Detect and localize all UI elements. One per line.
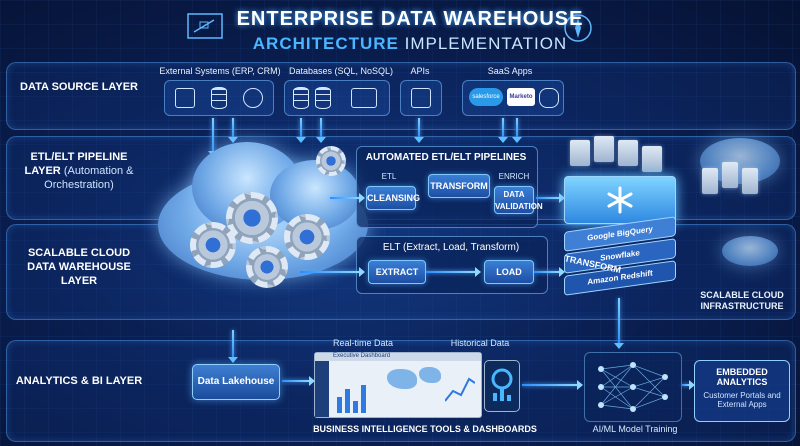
gear-icon xyxy=(246,246,288,288)
apis-label: APIs xyxy=(410,66,430,76)
realtime-data-label: Real-time Data xyxy=(332,338,394,348)
server-icon xyxy=(618,140,638,166)
document-icon xyxy=(175,88,195,108)
warehouse-to-ml-arrow xyxy=(614,298,624,349)
data-validation-stage: DATA VALIDATION xyxy=(494,186,543,214)
title-line1: ENTERPRISE DATA WAREHOUSE xyxy=(236,8,584,30)
compass-icon xyxy=(564,14,592,42)
ml-to-embedded-arrow xyxy=(682,380,695,390)
title-architecture: ARCHITECTURE xyxy=(252,34,399,53)
etl-layer-label: ETL/ELT PIPELINE LAYER (Automation & Orc… xyxy=(14,150,144,192)
gear-icon xyxy=(226,192,278,244)
database-icon xyxy=(293,87,309,109)
window-icon xyxy=(351,88,377,108)
saas-apps-label: SaaS Apps xyxy=(487,66,533,76)
gear-icon xyxy=(284,214,330,260)
ml-training-caption: AI/ML Model Training xyxy=(592,424,678,434)
server-icon xyxy=(594,136,614,162)
server-icon xyxy=(702,168,718,194)
salesforce-logo: salesforce xyxy=(469,88,503,106)
infrastructure-label: SCALABLE CLOUD INFRASTRUCTURE xyxy=(700,290,784,311)
snowflake-icon xyxy=(607,186,633,214)
bi-dashboard: Executive Dashboard xyxy=(314,352,482,418)
snowflake-top-tier xyxy=(564,176,676,224)
etl-layer-sub: (Automation & Orchestration) xyxy=(44,165,134,191)
source-arrow xyxy=(498,118,508,143)
embedded-analytics-title: EMBEDDED ANALYTICS xyxy=(716,367,768,387)
cloud-layer-label: SCALABLE CLOUD DATA WAREHOUSE LAYER xyxy=(27,247,131,287)
bi-tools-caption: BUSINESS INTELLIGENCE TOOLS & DASHBOARDS xyxy=(313,424,537,434)
data-source-band xyxy=(6,62,796,130)
automated-pipelines-title: AUTOMATED ETL/ELT PIPELINES xyxy=(365,152,527,163)
embedded-analytics-box: EMBEDDED ANALYTICS Customer Portals and … xyxy=(694,360,790,422)
gear-icon xyxy=(243,88,263,108)
chart-bar xyxy=(337,397,342,413)
server-icon xyxy=(642,146,662,172)
source-arrow xyxy=(414,118,424,143)
extract-to-load-arrow xyxy=(426,267,481,277)
world-map-icon xyxy=(419,367,441,383)
source-arrow xyxy=(208,118,218,157)
cloud-icon xyxy=(539,88,559,108)
title-implementation: IMPLEMENTATION xyxy=(404,34,568,53)
etl-to-warehouse-arrow xyxy=(536,193,565,203)
chart-bar xyxy=(345,389,350,413)
title-line2: ARCHITECTURE IMPLEMENTATION xyxy=(200,34,620,54)
world-map-icon xyxy=(387,369,417,389)
database-icon xyxy=(315,87,331,109)
tablet-icon xyxy=(484,360,520,412)
source-arrow xyxy=(228,118,238,143)
load-stage: LOAD xyxy=(484,260,534,284)
server-icon xyxy=(742,168,758,194)
saas-apps-box: salesforce Marketo xyxy=(462,80,564,116)
elt-title: ELT (Extract, Load, Transform) xyxy=(382,242,520,253)
source-arrow xyxy=(296,118,306,143)
source-arrow xyxy=(316,118,326,143)
blueprint-icon xyxy=(187,13,223,39)
databases-label: Databases (SQL, NoSQL) xyxy=(288,66,394,76)
cloud-to-etl-arrow xyxy=(330,193,365,203)
enrich-caption: ENRICH xyxy=(498,172,530,181)
embedded-analytics-sub: Customer Portals and External Apps xyxy=(703,391,781,409)
data-lakehouse: Data Lakehouse xyxy=(192,364,280,400)
data-source-layer-label: DATA SOURCE LAYER xyxy=(20,81,138,93)
database-icon xyxy=(211,87,227,109)
gear-icon xyxy=(190,222,236,268)
lakehouse-to-bi-arrow xyxy=(282,376,315,386)
historical-data-label: Historical Data xyxy=(450,338,510,348)
dashboard-header-title: Executive Dashboard xyxy=(333,353,391,359)
gear-icon xyxy=(316,146,346,176)
infrastructure-cloud xyxy=(722,236,778,266)
neural-network-icon xyxy=(584,352,682,422)
extract-stage: EXTRACT xyxy=(368,260,426,284)
external-systems-label: External Systems (ERP, CRM) xyxy=(159,66,281,76)
cleansing-stage: CLEANSING xyxy=(366,186,420,210)
databases-box xyxy=(284,80,390,116)
chart-bar xyxy=(361,385,366,413)
server-icon xyxy=(722,162,738,188)
load-to-warehouse-arrow xyxy=(534,267,565,277)
gauge-icon xyxy=(491,368,513,401)
cloud-to-extract-arrow xyxy=(300,267,365,277)
server-icon xyxy=(570,140,590,166)
code-icon xyxy=(411,88,431,108)
line-chart-icon xyxy=(445,377,475,402)
chart-bar xyxy=(353,401,358,413)
bi-to-ml-arrow xyxy=(522,380,583,390)
etl-layer-title: ETL/ELT PIPELINE LAYER xyxy=(24,151,128,177)
apis-box xyxy=(400,80,442,116)
analytics-layer-label: ANALYTICS & BI LAYER xyxy=(15,375,143,387)
marketo-logo: Marketo xyxy=(507,88,535,106)
flow-arrow xyxy=(228,330,238,363)
dashboard-sidebar xyxy=(315,361,329,417)
etl-caption: ETL xyxy=(381,172,397,181)
external-systems-box xyxy=(164,80,274,116)
source-arrow xyxy=(512,118,522,143)
neural-network-links xyxy=(598,362,668,412)
dashboard-header: Executive Dashboard xyxy=(315,353,481,361)
transform-stage: TRANSFORM xyxy=(428,174,490,198)
